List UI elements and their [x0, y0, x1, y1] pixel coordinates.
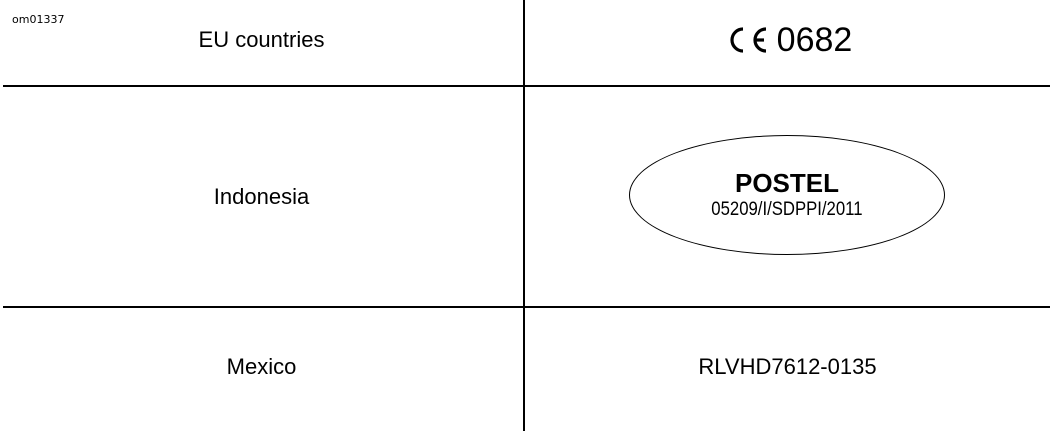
country-cell-eu: EU countries [0, 0, 523, 80]
column-divider [523, 0, 525, 431]
row-divider-1 [3, 85, 1050, 87]
ce-logo-icon [730, 27, 766, 53]
country-label-eu: EU countries [198, 27, 325, 52]
postel-certificate-number: 05209/I/SDPPI/2011 [711, 199, 863, 220]
approval-cell-eu: 0682 [525, 0, 1050, 80]
country-cell-indonesia: Indonesia [0, 87, 523, 306]
country-label-mexico: Mexico [226, 353, 297, 379]
reference-code: om01337 [12, 13, 65, 26]
postel-title: POSTEL [734, 168, 839, 198]
row-divider-2 [3, 306, 1050, 308]
postel-oval-mark: POSTEL 05209/I/SDPPI/2011 [629, 135, 945, 255]
ce-notified-body-number: 0682 [776, 21, 853, 59]
ce-mark: 0682 [723, 20, 853, 60]
approval-cell-mexico: RLVHD7612-0135 [525, 308, 1050, 431]
mexico-certificate-number: RLVHD7612-0135 [698, 353, 877, 379]
country-label-indonesia: Indonesia [213, 183, 310, 209]
country-cell-mexico: Mexico [0, 308, 523, 431]
approval-cell-indonesia: POSTEL 05209/I/SDPPI/2011 [525, 87, 1050, 306]
